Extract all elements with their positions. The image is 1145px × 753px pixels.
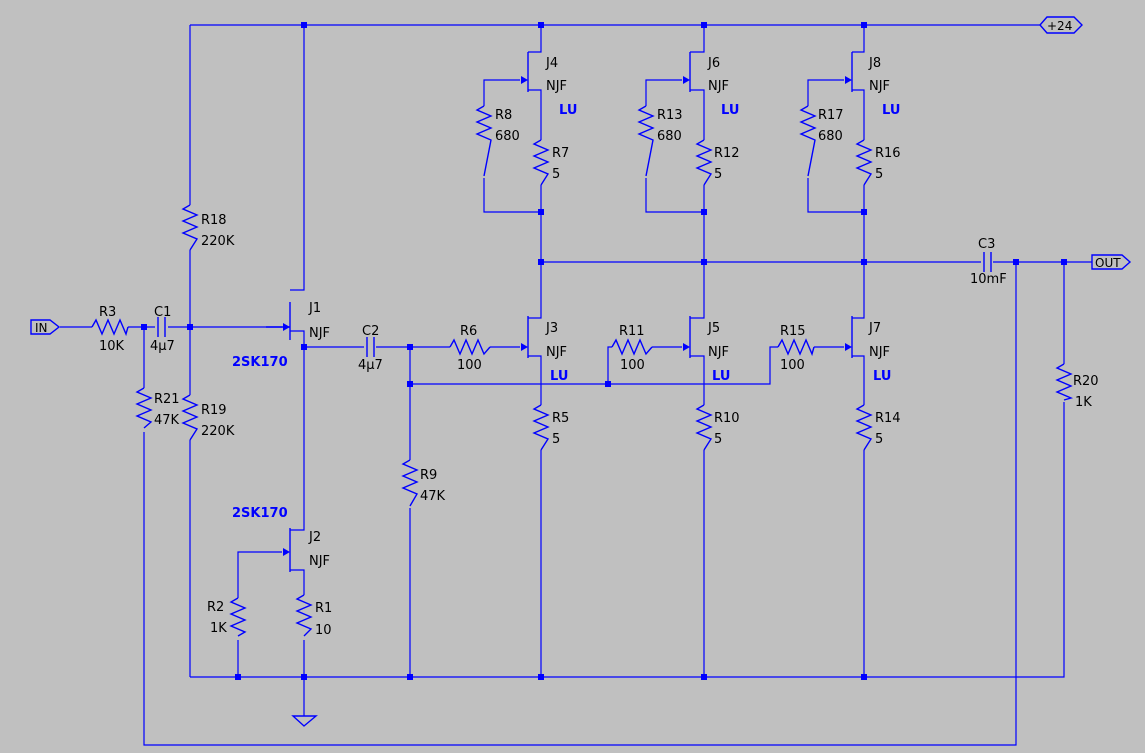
j2-model: 2SK170 <box>232 506 288 521</box>
j3-type: NJF <box>546 345 567 360</box>
r17-value: 680 <box>818 129 843 144</box>
r7-value: 5 <box>552 167 560 182</box>
c3-value: 10mF <box>970 272 1007 287</box>
j3-model: LU <box>550 369 568 384</box>
j2-ref: J2 <box>308 530 321 545</box>
j5-model: LU <box>712 369 730 384</box>
r5-ref: R5 <box>552 411 569 426</box>
svg-text:OUT: OUT <box>1095 256 1121 270</box>
c1-value: 4µ7 <box>150 339 175 354</box>
r7-ref: R7 <box>552 146 569 161</box>
supply-port: +24 <box>1039 16 1083 34</box>
r12-value: 5 <box>714 167 722 182</box>
c1-ref: C1 <box>154 305 171 320</box>
r11-value: 100 <box>620 358 645 373</box>
j8-model: LU <box>882 103 900 118</box>
r3-value: 10K <box>99 339 125 354</box>
junction-dots <box>141 22 1067 680</box>
r9-ref: R9 <box>420 468 437 483</box>
r21-ref: R21 <box>154 392 180 407</box>
j7-type: NJF <box>869 345 890 360</box>
r19-ref: R19 <box>201 403 227 418</box>
j6-model: LU <box>721 103 739 118</box>
r15-ref: R15 <box>780 324 806 339</box>
j6-type: NJF <box>708 79 729 94</box>
ground-symbol <box>291 715 318 727</box>
r20-value: 1K <box>1075 395 1092 410</box>
r14-value: 5 <box>875 432 883 447</box>
r20-ref: R20 <box>1073 374 1099 389</box>
r2-ref: R2 <box>207 600 224 615</box>
r5-value: 5 <box>552 432 560 447</box>
j1-model: 2SK170 <box>232 355 288 370</box>
r16-value: 5 <box>875 167 883 182</box>
capacitor-symbols <box>157 252 992 357</box>
r6-value: 100 <box>457 358 482 373</box>
j5-ref: J5 <box>707 321 720 336</box>
r11-ref: R11 <box>619 324 645 339</box>
r9-value: 47K <box>420 489 446 504</box>
c3-ref: C3 <box>978 237 995 252</box>
capacitor-labels: C1 4µ7 C2 4µ7 C3 10mF <box>150 237 1007 373</box>
j4-type: NJF <box>546 79 567 94</box>
resistor-symbols <box>91 105 1074 637</box>
j5-type: NJF <box>708 345 729 360</box>
r10-ref: R10 <box>714 411 740 426</box>
r16-ref: R16 <box>875 146 901 161</box>
r3-ref: R3 <box>99 305 116 320</box>
j7-ref: J7 <box>868 321 881 336</box>
r13-value: 680 <box>657 129 682 144</box>
r13-ref: R13 <box>657 108 683 123</box>
jfet-labels: J1 NJF 2SK170 J2 NJF 2SK170 J3 NJF LU J4… <box>232 56 900 569</box>
c2-value: 4µ7 <box>358 358 383 373</box>
r19-value: 220K <box>201 424 235 439</box>
jfet-symbols <box>266 52 853 572</box>
in-port: IN <box>30 319 61 335</box>
j4-ref: J4 <box>545 56 558 71</box>
r8-value: 680 <box>495 129 520 144</box>
r17-ref: R17 <box>818 108 844 123</box>
r18-ref: R18 <box>201 213 227 228</box>
svg-text:+24: +24 <box>1047 19 1072 33</box>
r1-value: 10 <box>315 623 332 638</box>
j8-ref: J8 <box>868 56 881 71</box>
j7-model: LU <box>873 369 891 384</box>
j3-ref: J3 <box>545 321 558 336</box>
j2-type: NJF <box>309 554 330 569</box>
r14-ref: R14 <box>875 411 901 426</box>
j1-type: NJF <box>309 326 330 341</box>
r12-ref: R12 <box>714 146 740 161</box>
c2-ref: C2 <box>362 324 379 339</box>
j1-ref: J1 <box>308 301 321 316</box>
r6-ref: R6 <box>460 324 477 339</box>
r10-value: 5 <box>714 432 722 447</box>
out-port: OUT <box>1091 254 1132 270</box>
r21-value: 47K <box>154 413 180 428</box>
r1-ref: R1 <box>315 601 332 616</box>
wires <box>60 24 1092 746</box>
svg-text:IN: IN <box>35 321 48 335</box>
r15-value: 100 <box>780 358 805 373</box>
r2-value: 1K <box>210 621 227 636</box>
j6-ref: J6 <box>707 56 720 71</box>
resistor-labels: R3 10K R18 220K R19 220K R21 47K R2 1K R… <box>99 108 1099 638</box>
j4-model: LU <box>559 103 577 118</box>
r8-ref: R8 <box>495 108 512 123</box>
r18-value: 220K <box>201 234 235 249</box>
j8-type: NJF <box>869 79 890 94</box>
